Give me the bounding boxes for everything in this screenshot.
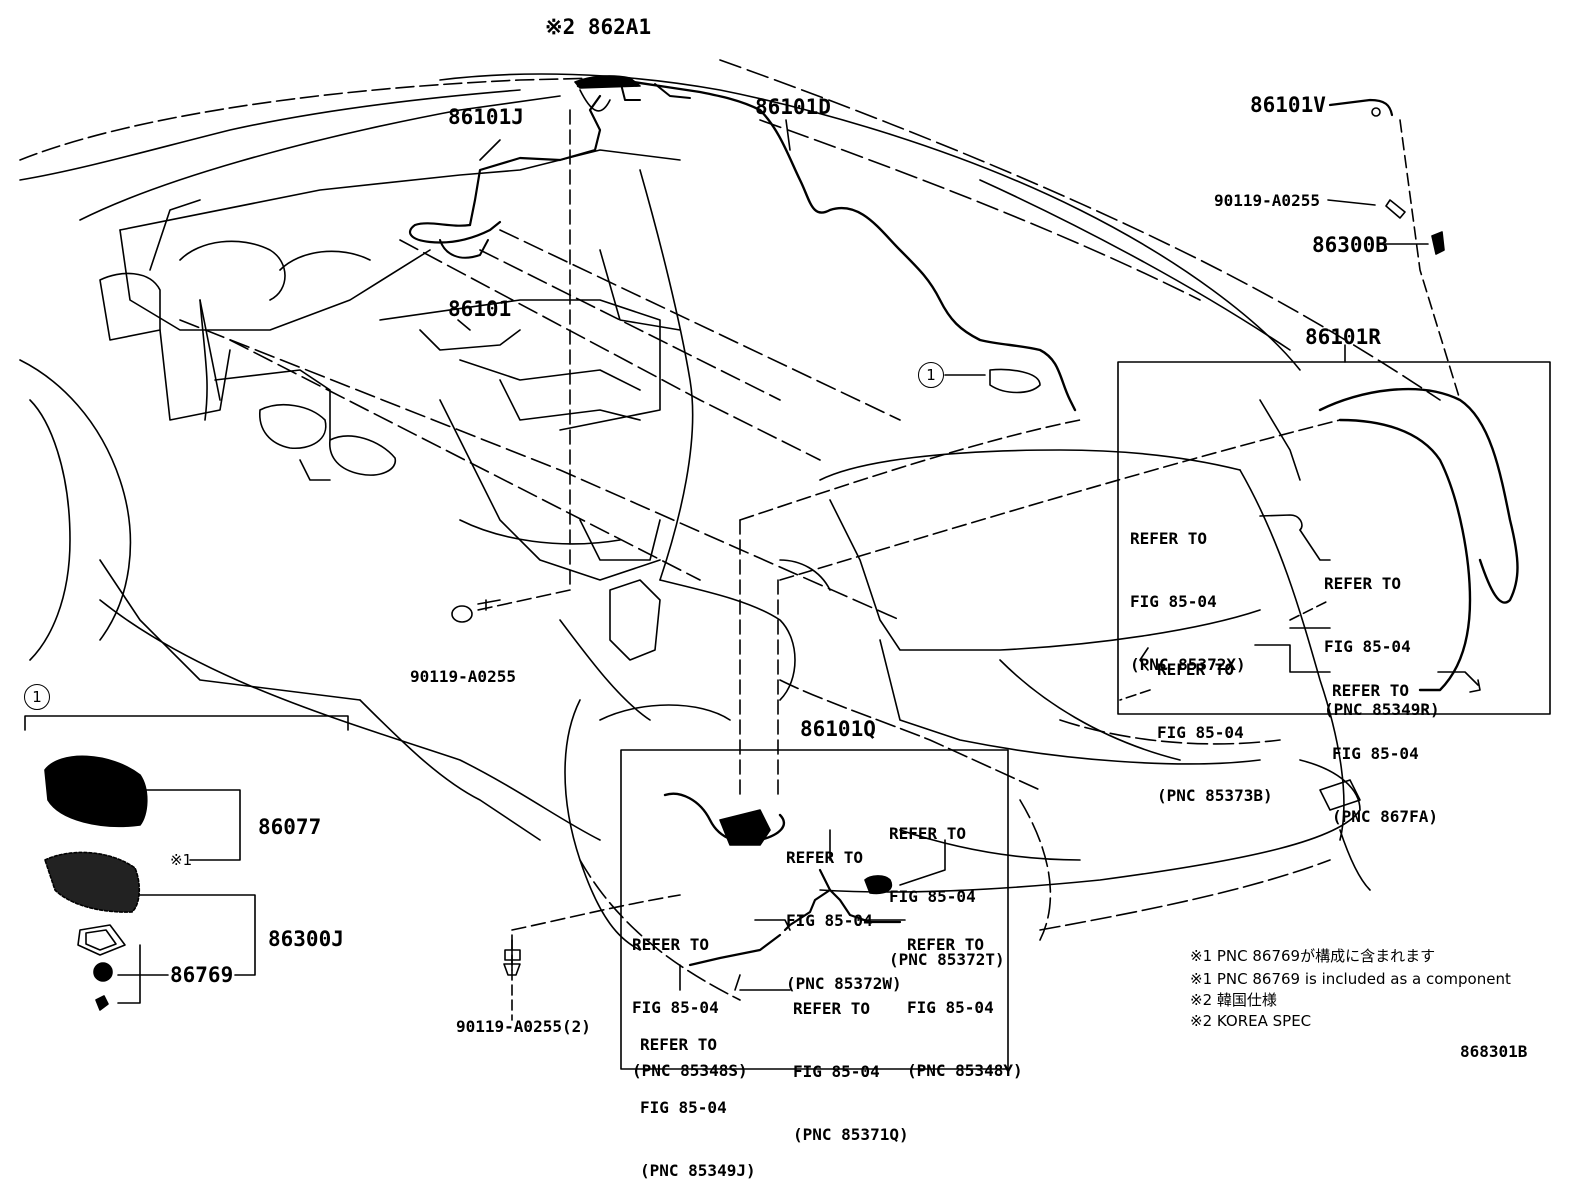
ref-line: FIG 85-04 bbox=[1157, 723, 1244, 742]
ref-line: FIG 85-04 bbox=[640, 1098, 727, 1117]
ref-85371Q[interactable]: REFER TO FIG 85-04 (PNC 85371Q) bbox=[793, 956, 909, 1166]
ref-85372W[interactable]: REFER TO FIG 85-04 (PNC 85372W) bbox=[786, 805, 902, 1015]
ref-line: (PNC 85372W) bbox=[786, 974, 902, 993]
label-86077: 86077 bbox=[258, 815, 322, 839]
ref-line: (PNC 867FA) bbox=[1332, 807, 1438, 826]
ref-line: FIG 85-04 bbox=[1324, 637, 1411, 656]
ref-line: (PNC 85349J) bbox=[640, 1161, 756, 1180]
ref-line: (PNC 85372X) bbox=[1130, 655, 1246, 674]
label-90119-mid: 90119-A0255 bbox=[410, 667, 516, 686]
figure-number: 868301B bbox=[1460, 1042, 1528, 1061]
ref-line: REFER TO bbox=[1130, 529, 1208, 548]
ref-line: (PNC 85349R) bbox=[1324, 700, 1440, 719]
footnote-2-jp: ※2 韓国仕様 bbox=[1190, 991, 1277, 1009]
label-86101V: 86101V bbox=[1250, 93, 1326, 117]
label-86769: 86769 bbox=[170, 963, 234, 987]
ref-85348Y[interactable]: REFER TO FIG 85-04 (PNC 85348Y) bbox=[907, 892, 1023, 1102]
label-90119-bottom: 90119-A0255(2) bbox=[456, 1017, 591, 1036]
ref-85349J[interactable]: REFER TO FIG 85-04 (PNC 85349J) bbox=[640, 992, 756, 1202]
label-86101J: 86101J bbox=[448, 105, 524, 129]
ref-line: (PNC 85372T) bbox=[889, 950, 1005, 969]
ref-line: (PNC 85371Q) bbox=[793, 1125, 909, 1144]
footnote-2-en: ※2 KOREA SPEC bbox=[1190, 1012, 1312, 1030]
ref-line: REFER TO bbox=[786, 848, 864, 867]
ref-line: FIG 85-04 bbox=[1332, 744, 1419, 763]
mark-note-1: ※1 bbox=[170, 851, 193, 869]
label-90119-top: 90119-A0255 bbox=[1214, 191, 1320, 210]
ref-line: REFER TO bbox=[793, 999, 871, 1018]
ref-85372T[interactable]: REFER TO FIG 85-04 (PNC 85372T) bbox=[889, 781, 1005, 991]
ref-85349R[interactable]: REFER TO FIG 85-04 (PNC 85349R) bbox=[1324, 531, 1440, 741]
ref-line: FIG 85-04 bbox=[793, 1062, 880, 1081]
ref-line: FIG 85-04 bbox=[889, 887, 976, 906]
ref-85348S[interactable]: REFER TO FIG 85-04 (PNC 85348S) bbox=[632, 892, 748, 1102]
label-86101Q: 86101Q bbox=[800, 717, 876, 741]
ref-867FA[interactable]: REFER TO FIG 85-04 (PNC 867FA) bbox=[1332, 638, 1438, 848]
footnote-1-en: ※1 PNC 86769 is included as a component bbox=[1190, 970, 1511, 988]
ref-line: FIG 85-04 bbox=[786, 911, 873, 930]
ref-line: REFER TO bbox=[632, 935, 710, 954]
ref-line: REFER TO bbox=[640, 1035, 718, 1054]
ref-line: (PNC 85348S) bbox=[632, 1061, 748, 1080]
wiring-diagram bbox=[19, 59, 1551, 1070]
ref-line: FIG 85-04 bbox=[1130, 592, 1217, 611]
ref-line: REFER TO bbox=[1157, 660, 1235, 679]
ref-line: (PNC 85348Y) bbox=[907, 1061, 1023, 1080]
label-86101D: 86101D bbox=[755, 95, 831, 119]
ref-line: FIG 85-04 bbox=[632, 998, 719, 1017]
footnote-1-jp: ※1 PNC 86769が構成に含まれます bbox=[1190, 947, 1436, 965]
label-86300J: 86300J bbox=[268, 927, 344, 951]
label-862A1: ※2 862A1 bbox=[545, 15, 652, 39]
ref-line: REFER TO bbox=[1324, 574, 1402, 593]
ref-line: (PNC 85373B) bbox=[1157, 786, 1273, 805]
ref-line: REFER TO bbox=[889, 824, 967, 843]
ref-line: FIG 85-04 bbox=[907, 998, 994, 1017]
ref-85373B[interactable]: REFER TO FIG 85-04 (PNC 85373B) bbox=[1157, 617, 1273, 827]
label-86300B: 86300B bbox=[1312, 233, 1388, 257]
ref-line: REFER TO bbox=[1332, 681, 1410, 700]
ref-85372X[interactable]: REFER TO FIG 85-04 (PNC 85372X) bbox=[1130, 486, 1246, 696]
callout-1-lower: 1 bbox=[24, 684, 50, 710]
label-86101: 86101 bbox=[448, 297, 512, 321]
ref-line: REFER TO bbox=[907, 935, 985, 954]
callout-1-upper: 1 bbox=[918, 362, 944, 388]
vehicle-drawing bbox=[19, 59, 1551, 1070]
label-86101R: 86101R bbox=[1305, 325, 1381, 349]
